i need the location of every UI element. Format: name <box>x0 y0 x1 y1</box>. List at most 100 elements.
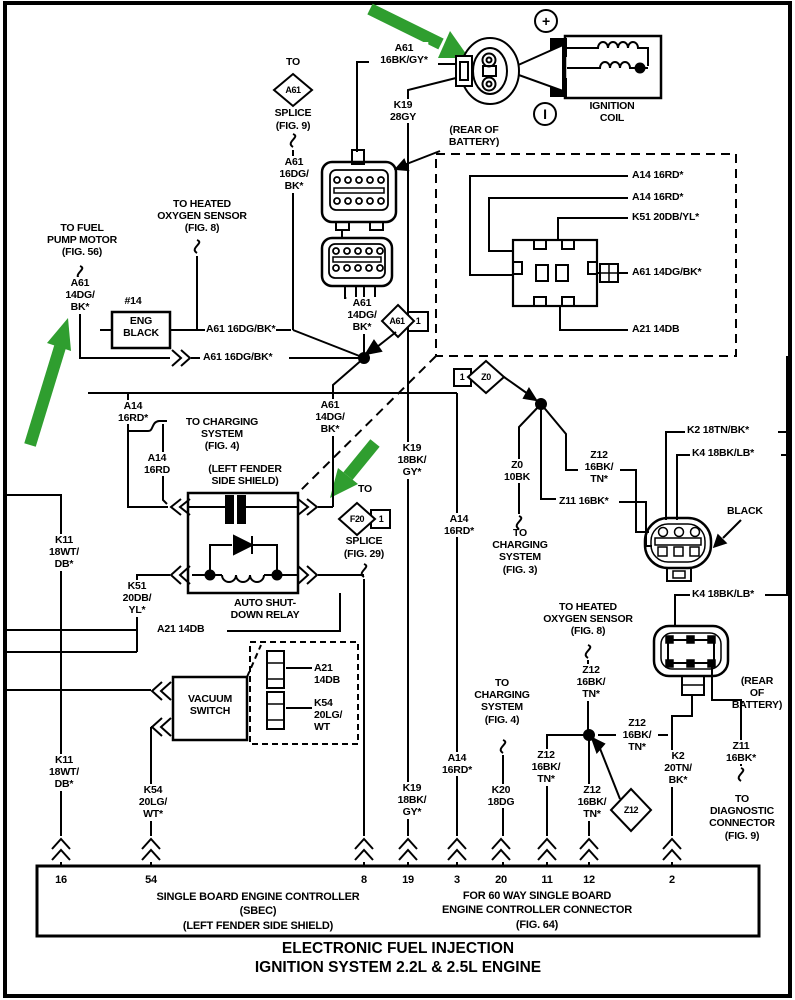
coil-positive-terminal: + <box>542 13 550 29</box>
oxygen-sensor-label-2: TO HEATED OXYGEN SENSOR (FIG. 8) <box>543 601 633 638</box>
vacuum-switch-label: VACUUM SWITCH <box>187 693 233 718</box>
wire-label-a14-mid: A14 16RD* <box>443 513 475 538</box>
wire-label-a14-pin: A14 16RD* <box>441 752 473 777</box>
splice-f20-fig: (FIG. 29) <box>343 548 385 560</box>
wire-label-k20: K20 18DG <box>486 784 516 809</box>
splice-a61-id: A61 <box>285 85 301 95</box>
wire-label-a61-row2: A61 16DG/BK* <box>202 351 274 364</box>
detail-label-a21: A21 14DB <box>632 323 680 335</box>
wire-label-k4-lower: K4 18BK/LB* <box>692 588 754 600</box>
wire-label-k11-upper: K11 18WT/ DB* <box>48 534 80 571</box>
connector-10pin-b <box>320 236 394 356</box>
green-arrow-icons <box>24 3 469 498</box>
black-connector-label: BLACK <box>727 505 763 517</box>
wire-label-z11-top: Z11 16BK* <box>558 495 610 508</box>
wire-label-k19-pin: K19 18BK/ GY* <box>396 782 428 819</box>
connector-10pin-a <box>320 149 398 238</box>
wire-label-z0-10bk: Z0 10BK <box>502 459 532 484</box>
charging-system-fig4-relay-label: TO CHARGING SYSTEM (FIG. 4) <box>185 416 259 453</box>
battery-relay-detail <box>297 153 737 494</box>
wire-label-a61-row1: A61 16DG/BK* <box>205 323 277 336</box>
z12-junction <box>546 644 668 866</box>
splice-f20-id: F20 <box>349 514 365 524</box>
fuel-pump-label: TO FUEL PUMP MOTOR (FIG. 56) <box>47 222 117 259</box>
pin-8: 8 <box>361 874 367 886</box>
eng-black-label: ENG BLACK <box>123 315 159 340</box>
splice-a61-fig: (FIG. 9) <box>275 120 311 132</box>
right-feed-wires <box>665 356 788 596</box>
wire-label-a14-small: A14 16RD <box>142 452 172 477</box>
detail-label-a14-2: A14 16RD* <box>632 191 684 203</box>
z0-diamond-label: Z0 <box>481 372 491 382</box>
wire-label-a21-left: A21 14DB <box>156 623 206 636</box>
z12-diamond-label: Z12 <box>623 805 639 815</box>
vacuum-pin-a21: A21 14DB <box>314 662 341 687</box>
coil-connector <box>356 37 520 866</box>
wire-label-z12-top: Z12 16BK/ TN* <box>583 449 615 486</box>
z0-index: 1 <box>459 372 465 382</box>
diagram-title-line2: IGNITION SYSTEM 2.2L & 2.5L ENGINE <box>254 959 542 976</box>
wire-label-a61-14dg-left: A61 14DG/ BK* <box>64 277 96 314</box>
wire-label-z12-pin11: Z12 16BK/ TN* <box>530 749 562 786</box>
connector-rect-3pin <box>652 594 787 866</box>
eng-black-ground <box>100 310 196 350</box>
ignition-coil-label: IGNITION COIL <box>589 100 635 125</box>
vacuum-switch <box>7 641 359 866</box>
pin-3: 3 <box>454 874 460 886</box>
wire-label-k19-mid: K19 18BK/ GY* <box>396 442 428 479</box>
splice-f20-symbol <box>337 501 391 866</box>
detail-label-a14-1: A14 16RD* <box>632 169 684 181</box>
oxygen-sensor-label-1: TO HEATED OXYGEN SENSOR (FIG. 8) <box>157 198 247 235</box>
page-border <box>3 1 792 998</box>
fuel-pump-wire <box>76 265 360 367</box>
splice-a61-name: SPLICE <box>274 107 312 119</box>
wire-label-z12-pin12: Z12 16BK/ TN* <box>576 784 608 821</box>
diagram-title-line1: ELECTRONIC FUEL INJECTION <box>281 940 515 957</box>
pin-12: 12 <box>583 874 595 886</box>
pin-19: 19 <box>402 874 414 886</box>
pin-11: 11 <box>541 874 553 886</box>
wire-label-k19-28gy: K19 28GY <box>388 99 418 124</box>
pin-20: 20 <box>495 874 507 886</box>
eng-black-number: #14 <box>124 295 142 307</box>
diagnostic-connector-label: TO DIAGNOSTIC CONNECTOR (FIG. 9) <box>709 793 775 842</box>
junction-a61 <box>332 303 429 507</box>
pin-2: 2 <box>669 874 675 886</box>
coil-i-terminal: I <box>543 106 547 122</box>
rear-of-battery-label-1: (REAR OF BATTERY) <box>448 124 500 149</box>
rear-of-battery-label-2: (REAR OF BATTERY) <box>731 675 783 712</box>
wire-label-z11: Z11 16BK* <box>725 740 757 765</box>
wire-label-a14-upper: A14 16RD* <box>117 400 149 425</box>
diamond-a61-index: 1 <box>415 316 421 326</box>
charging-system-fig3-label: TO CHARGING SYSTEM (FIG. 3) <box>492 527 548 576</box>
wire-label-a61-16bkgy: A61 16BK/GY* <box>379 42 429 67</box>
pin-54: 54 <box>145 874 157 886</box>
connector-oval-6pin <box>643 516 742 582</box>
sixty-way-label: FOR 60 WAY SINGLE BOARD ENGINE CONTROLLE… <box>442 890 632 931</box>
left-fender-shield-label: (LEFT FENDER SIDE SHIELD) <box>208 463 282 488</box>
wire-label-a61-16dg: A61 16DG/ BK* <box>278 156 310 193</box>
wire-label-a61-14dg-conn: A61 14DG/ BK* <box>346 297 378 334</box>
wire-label-k2: K2 18TN/BK* <box>687 424 749 436</box>
sbec-label: SINGLE BOARD ENGINE CONTROLLER (SBEC) (L… <box>156 891 360 932</box>
wire-label-a61-relay: A61 14DG/ BK* <box>314 399 346 436</box>
wire-label-k51-left: K51 20DB/ YL* <box>121 580 153 617</box>
wire-label-k2-20tn: K2 20TN/ BK* <box>663 750 693 787</box>
diamond-a61-label: A61 <box>389 316 405 326</box>
bottom-wire-chevrons <box>51 836 682 862</box>
wire-label-k11-lower: K11 18WT/ DB* <box>48 754 80 791</box>
detail-label-k51: K51 20DB/YL* <box>632 211 700 223</box>
wire-label-k54: K54 20LG/ WT* <box>137 784 169 821</box>
asd-relay-label: AUTO SHUT- DOWN RELAY <box>230 597 300 622</box>
splice-a61-symbol <box>272 72 314 330</box>
auto-shutdown-relay <box>7 392 457 653</box>
splice-f20-to: TO <box>358 483 372 495</box>
ground-z0 <box>453 359 652 547</box>
splice-a61-to: TO <box>286 56 300 68</box>
wire-label-z12-mid: Z12 16BK/ TN* <box>575 664 607 701</box>
detail-label-a61: A61 14DG/BK* <box>632 266 702 278</box>
pin-16: 16 <box>55 874 67 886</box>
splice-f20-index: 1 <box>378 514 384 524</box>
